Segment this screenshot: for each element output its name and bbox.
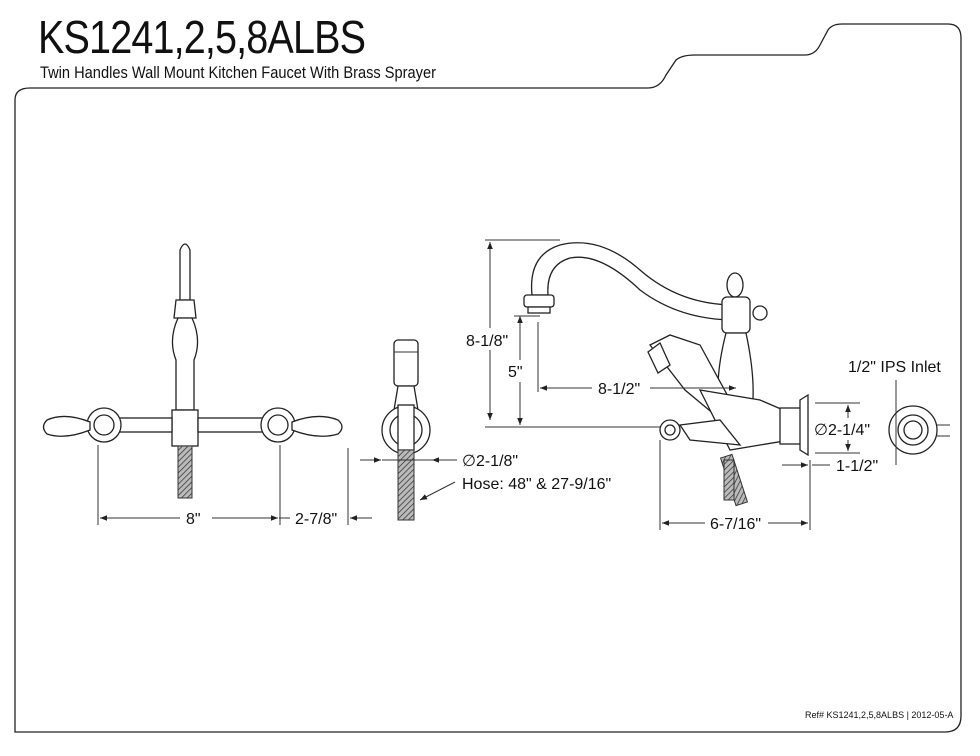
sprayer-dimension-lines <box>360 457 457 501</box>
front-width-dimension <box>97 445 372 525</box>
drawing-frame <box>14 23 962 733</box>
page-title: KS1241,2,5,8ALBS <box>38 11 366 63</box>
inlet-drawing <box>888 380 950 465</box>
spout-reach-label: 8-1/2" <box>598 381 640 398</box>
overall-height-label: 8-1/8" <box>466 333 508 350</box>
reference-number: Ref# KS1241,2,5,8ALBS | 2012-05-A <box>805 710 953 720</box>
side-view-faucet <box>523 242 809 507</box>
inlet-label: 1/2" IPS Inlet <box>848 359 941 376</box>
spout-height-label: 5" <box>508 364 523 381</box>
depth-label: 6-7/16" <box>710 516 761 533</box>
sprayer-diameter-label: ∅2-1/8" <box>462 453 518 470</box>
flange-depth-label: 1-1/2" <box>836 458 878 475</box>
hose-length-label: Hose: 48" & 27-9/16" <box>462 476 611 493</box>
flange-diameter-label: ∅2-1/4" <box>814 422 870 439</box>
sprayer-drawing <box>381 339 431 521</box>
side-dimension-lines <box>485 239 860 530</box>
front-width-label: 8" <box>186 511 201 528</box>
front-view-faucet <box>42 243 343 499</box>
page-subtitle: Twin Handles Wall Mount Kitchen Faucet W… <box>40 63 436 82</box>
front-projection-label: 2-7/8" <box>295 511 337 528</box>
